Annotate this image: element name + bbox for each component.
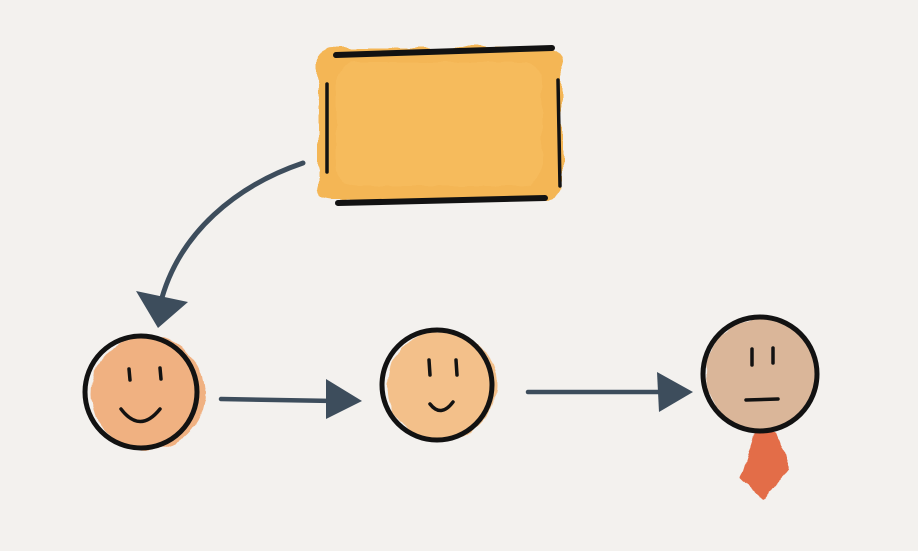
neutral-face-fill: [706, 319, 818, 431]
content-face-left-eye: [427, 358, 432, 377]
straight-arrow-2-head: [657, 372, 693, 412]
curved-arrow: [136, 160, 306, 328]
content-face: [379, 327, 497, 443]
source-box-wash: [336, 62, 542, 186]
straight-arrow-1-head: [326, 379, 362, 419]
content-face-mouth: [428, 400, 455, 413]
curved-arrow-shaft: [157, 160, 306, 308]
source-box: [318, 45, 562, 206]
tie-icon: [741, 432, 790, 500]
content-face-outline: [379, 327, 495, 443]
content-face-right-eye: [454, 358, 459, 377]
source-box-top-edge: [333, 45, 555, 58]
straight-arrow-2: [525, 372, 693, 412]
neutral-face-with-tie: [700, 314, 820, 500]
happy-face-left-eye: [127, 367, 132, 382]
straight-arrow-1-shaft: [218, 396, 338, 404]
happy-face-right-eye: [158, 366, 163, 381]
content-face-fill: [387, 331, 497, 441]
neutral-face-outline: [700, 314, 820, 434]
happy-face: [82, 333, 205, 451]
straight-arrow-1: [218, 379, 362, 419]
source-box-bottom-edge: [335, 195, 548, 206]
neutral-face-mouth: [744, 397, 780, 402]
happy-face-mouth: [119, 407, 162, 424]
happy-face-fill: [91, 336, 205, 450]
curved-arrow-head: [136, 291, 188, 328]
source-box-right-edge: [556, 78, 562, 188]
happy-face-outline: [82, 333, 200, 451]
